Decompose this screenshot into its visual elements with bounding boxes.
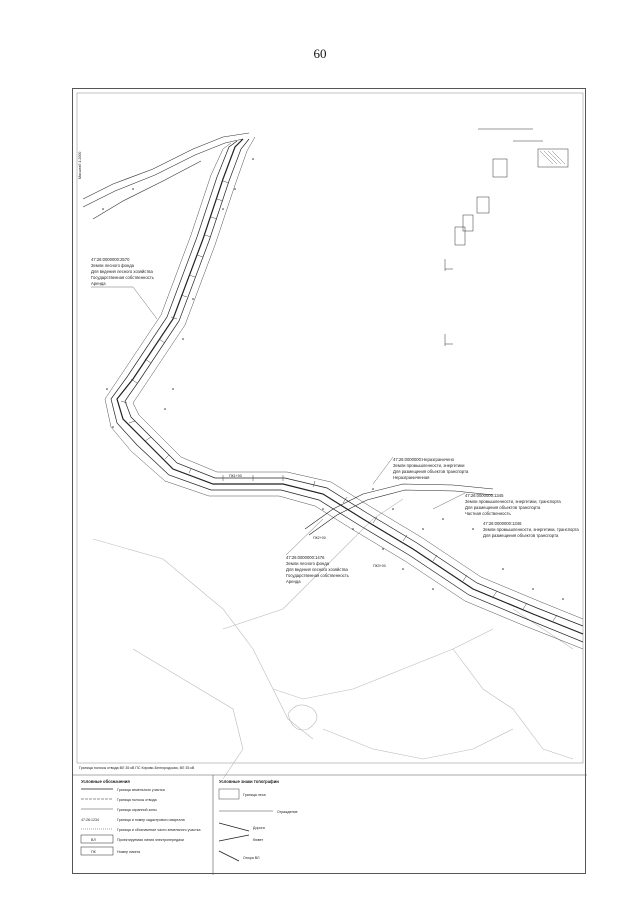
- parcel-number: 47:26:0000000:1345: [465, 493, 504, 498]
- topo-points: [102, 158, 564, 600]
- svg-text:Государственная собственность: Государственная собственность: [286, 573, 350, 578]
- legend-right-title: Условные знаки топографии: [219, 779, 279, 784]
- map-footer-note: Граница полосы отвода ВЛ 35 кВ ПС Кирово…: [79, 766, 195, 770]
- svg-text:Аренда: Аренда: [286, 579, 301, 584]
- svg-text:ВЛ: ВЛ: [91, 838, 96, 842]
- svg-text:47:26:1234: 47:26:1234: [81, 818, 99, 822]
- parcel-number: 47:26:0000000:1476: [286, 555, 325, 560]
- svg-text:Аренда: Аренда: [91, 281, 106, 286]
- cadastral-plan-drawing: Масштаб 1:2000: [73, 92, 587, 875]
- road-hatching: [120, 180, 558, 622]
- legend-left-items: Граница земельного участка Граница полос…: [80, 788, 200, 856]
- parcel-annotation-5: 47:26:0000000:1346 Земли промышленности,…: [483, 521, 579, 538]
- svg-text:Кювет: Кювет: [253, 838, 264, 842]
- svg-text:Граница охранной зоны: Граница охранной зоны: [117, 808, 157, 812]
- parcel-number: 47:26:0000000:2570: [91, 257, 130, 262]
- svg-text:Земли лесного фонда: Земли лесного фонда: [286, 561, 330, 566]
- map-sheet: Масштаб 1:2000: [72, 88, 587, 875]
- svg-text:Для ведения лесного хозяйства: Для ведения лесного хозяйства: [91, 269, 153, 274]
- hatched-block: [539, 150, 566, 165]
- svg-text:Земли лесного фонда: Земли лесного фонда: [91, 263, 135, 268]
- parcel-number: 47:26:0000000:1346: [483, 521, 522, 526]
- page-number: 60: [313, 46, 327, 61]
- svg-text:Для размещения объектов трансп: Для размещения объектов транспорта: [465, 505, 541, 510]
- svg-text:Частная собственность: Частная собственность: [465, 511, 512, 516]
- map-inner-frame: [76, 92, 584, 764]
- frame-label: Масштаб 1:2000: [78, 152, 82, 179]
- svg-text:Граница полосы отвода: Граница полосы отвода: [117, 798, 157, 802]
- parcel-annotation-2: 47:26:0000000:1476 Земли лесного фонда Д…: [286, 555, 350, 584]
- svg-text:Земли промышленности, энергети: Земли промышленности, энергетики: [393, 463, 465, 468]
- svg-text:Граница и номер кадастрового к: Граница и номер кадастрового квартала: [117, 818, 185, 822]
- parcel-annotation-4: 47:26:0000000:1345 Земли промышленности,…: [465, 493, 561, 516]
- svg-text:Опора ВЛ: Опора ВЛ: [243, 856, 260, 860]
- svg-text:Дорога: Дорога: [253, 826, 265, 830]
- svg-text:Проектируемая линия электропер: Проектируемая линия электропередачи: [117, 838, 184, 842]
- svg-text:Для размещения объектов трансп: Для размещения объектов транспорта: [483, 533, 559, 538]
- svg-text:Граница земельного участка: Граница земельного участка: [117, 788, 165, 792]
- building-blocks: [444, 128, 569, 346]
- svg-text:Ограждение: Ограждение: [277, 810, 298, 814]
- upper-branch: [82, 132, 250, 220]
- svg-text:Граница леса: Граница леса: [243, 793, 266, 797]
- legend-right-items: Граница леса Ограждение Дорога Кювет Опо…: [218, 788, 298, 862]
- svg-text:Для ведения лесного хозяйства: Для ведения лесного хозяйства: [286, 567, 348, 572]
- picket-label: ПК1+00: [229, 474, 242, 478]
- legend-title: Условные обозначения: [81, 779, 130, 784]
- svg-text:Государственная собственность: Государственная собственность: [91, 275, 155, 280]
- svg-text:Номер пикета: Номер пикета: [117, 850, 140, 854]
- crossing-road: [304, 483, 494, 536]
- annotation-leaders: [91, 286, 466, 556]
- parcel-annotation-3: 47:26:0000000:Неразграничено Земли промы…: [393, 457, 469, 480]
- parcel-annotation-1: 47:26:0000000:2570 Земли лесного фонда Д…: [91, 257, 155, 286]
- parcel-boundaries: [92, 498, 574, 780]
- svg-text:ПК: ПК: [91, 850, 97, 854]
- legend-block: Условные обозначения Граница земельного …: [73, 774, 587, 875]
- picket-label: ПК2+00: [313, 536, 326, 540]
- svg-text:Земли промышленности, энергети: Земли промышленности, энергетики, трансп…: [465, 499, 561, 504]
- svg-text:Граница и обозначение части зе: Граница и обозначение части земельного у…: [117, 828, 200, 832]
- parcel-number: 47:26:0000000:Неразграничено: [393, 457, 455, 462]
- svg-text:Для размещения объектов трансп: Для размещения объектов транспорта: [393, 469, 469, 474]
- svg-text:Неразграниченная: Неразграниченная: [393, 475, 429, 480]
- picket-label: ПК3+00: [373, 564, 386, 568]
- svg-text:Земли промышленности, энергети: Земли промышленности, энергетики, трансп…: [483, 527, 579, 532]
- road-corridor: [104, 136, 584, 650]
